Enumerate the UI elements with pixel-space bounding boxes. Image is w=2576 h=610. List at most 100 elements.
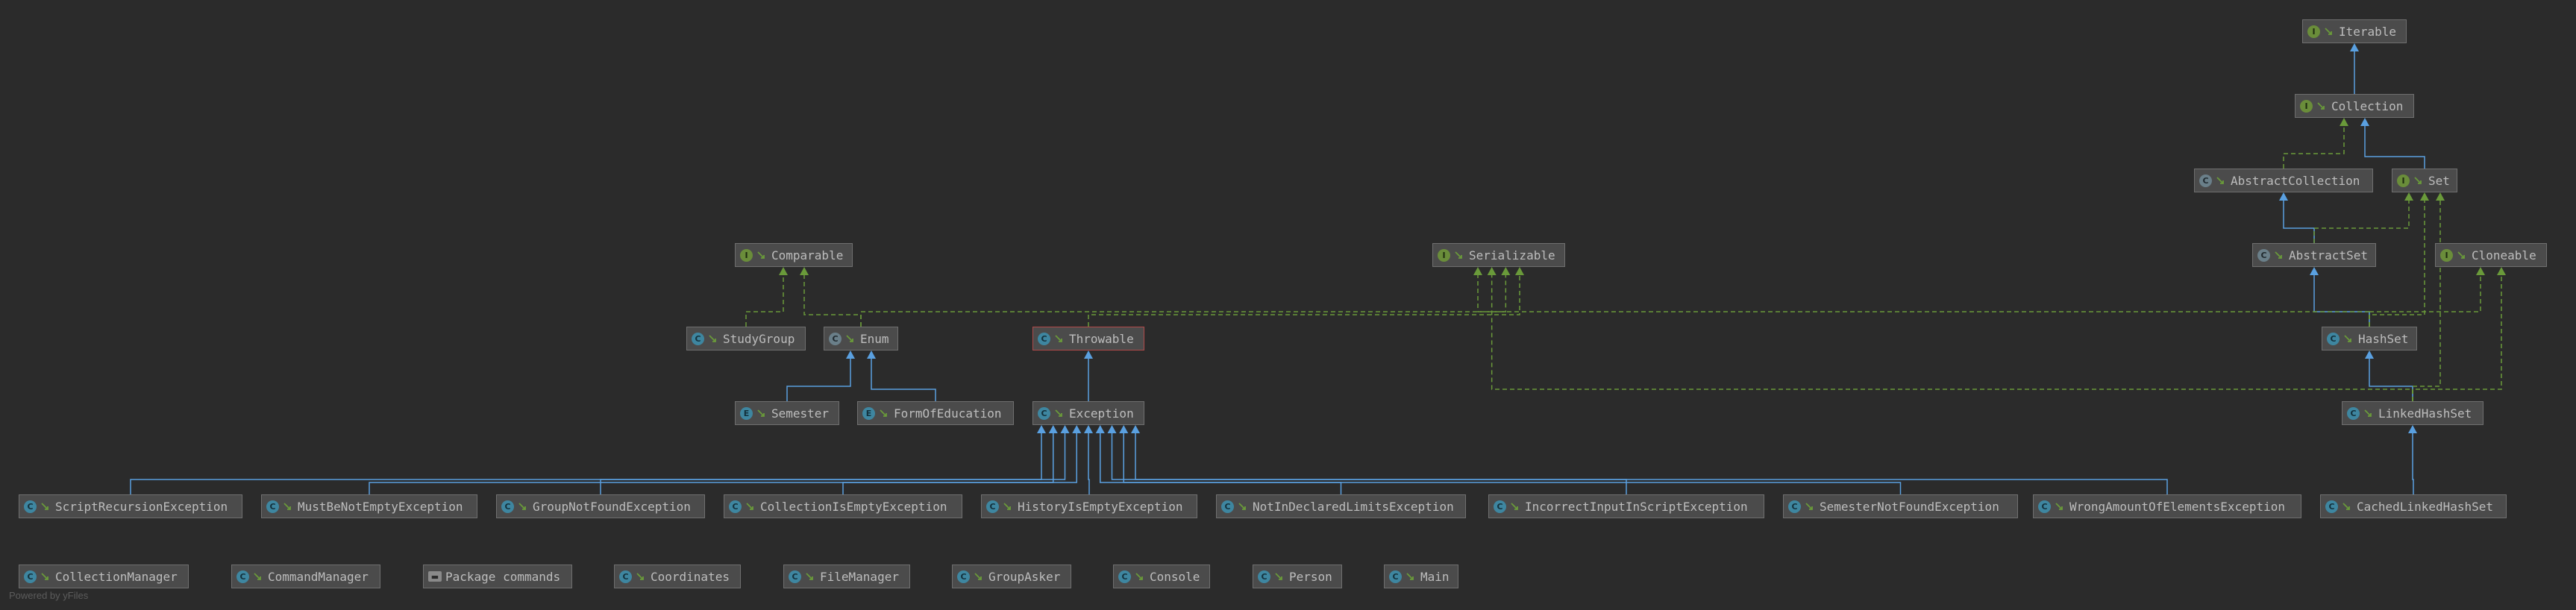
public-visibility-icon (846, 335, 853, 342)
public-visibility-icon (254, 573, 261, 580)
arrowhead-icon (2340, 118, 2348, 126)
public-visibility-icon (806, 573, 813, 580)
arrowhead-icon (1072, 425, 1082, 433)
node-label: IncorrectInputInScriptException (1525, 499, 1748, 514)
public-visibility-icon (1003, 503, 1011, 510)
public-visibility-icon (709, 335, 716, 342)
public-visibility-icon (2364, 409, 2372, 417)
exception-class-icon: C (1788, 500, 1801, 513)
node-label: AbstractCollection (2231, 173, 2360, 188)
class-icon: C (692, 332, 704, 345)
arrowhead-icon (1501, 267, 1511, 275)
public-visibility-icon (1055, 335, 1062, 342)
exception-class-icon: C (1038, 406, 1050, 420)
node-comparable[interactable]: I Comparable (735, 243, 853, 267)
node-scriptrecursionexception[interactable]: C ScriptRecursionException (19, 494, 242, 518)
public-visibility-icon (636, 573, 644, 580)
arrowhead-icon (1515, 267, 1524, 275)
node-label: Comparable (771, 248, 844, 262)
interface-icon: I (2397, 174, 2410, 187)
edge-abstractset-to-abstractcollection (2283, 198, 2315, 243)
arrowhead-icon (1119, 425, 1129, 433)
interface-icon: I (740, 248, 753, 262)
node-exception[interactable]: C Exception (1032, 401, 1144, 425)
node-studygroup[interactable]: C StudyGroup (686, 327, 806, 350)
public-visibility-icon (757, 409, 765, 417)
arrowhead-icon (1048, 425, 1058, 433)
arrowhead-icon (1060, 425, 1070, 433)
node-label: Enum (860, 331, 889, 346)
public-visibility-icon (2275, 251, 2282, 259)
edge-groupnotfoundexception-to-exception (600, 431, 1066, 494)
arrowhead-icon (1084, 350, 1093, 359)
abstract-class-icon: C (2199, 174, 2212, 187)
arrowhead-icon (1084, 425, 1093, 433)
abstract-class-icon: C (829, 332, 842, 345)
public-visibility-icon (2344, 335, 2351, 342)
public-visibility-icon (1805, 503, 1813, 510)
public-visibility-icon (1511, 503, 1518, 510)
class-icon: C (1118, 570, 1131, 583)
node-label: Throwable (1069, 331, 1134, 346)
arrowhead-icon (1037, 425, 1046, 433)
node-abstractcollection[interactable]: C AbstractCollection (2194, 169, 2373, 192)
node-label: Main (1420, 569, 1450, 584)
edge-hashset-to-set (2369, 198, 2425, 327)
edge-linkedhashset-to-cloneable (2412, 273, 2502, 401)
node-label: Exception (1069, 406, 1134, 421)
package-icon: ▬ (428, 571, 442, 582)
edge-notindeclaredlimitsexception-to-exception (1100, 431, 1342, 494)
arrowhead-icon (1095, 425, 1105, 433)
edge-linkedhashset-to-set (2412, 198, 2441, 401)
node-label: StudyGroup (723, 331, 795, 346)
public-visibility-icon (1055, 409, 1062, 417)
arrowhead-icon (1487, 267, 1497, 275)
edge-hashset-to-abstractset (2313, 273, 2370, 327)
edge-collectionisemptyexception-to-exception (842, 431, 1077, 494)
node-label: ScriptRecursionException (55, 499, 228, 514)
node-enum[interactable]: C Enum (824, 327, 898, 350)
exception-class-icon: C (2038, 500, 2051, 513)
arrowhead-icon (1131, 425, 1140, 433)
public-visibility-icon (1135, 573, 1143, 580)
edge-enum-to-serializable (860, 273, 1507, 327)
exception-class-icon: C (24, 500, 37, 513)
node-packagecommands[interactable]: ▬Package commands (423, 565, 572, 588)
public-visibility-icon (2414, 177, 2422, 184)
exception-class-icon: C (501, 500, 514, 513)
node-label: Person (1289, 569, 1332, 584)
public-visibility-icon (1455, 251, 1462, 259)
public-visibility-icon (757, 251, 765, 259)
public-visibility-icon (41, 573, 48, 580)
arrowhead-icon (2360, 118, 2369, 126)
